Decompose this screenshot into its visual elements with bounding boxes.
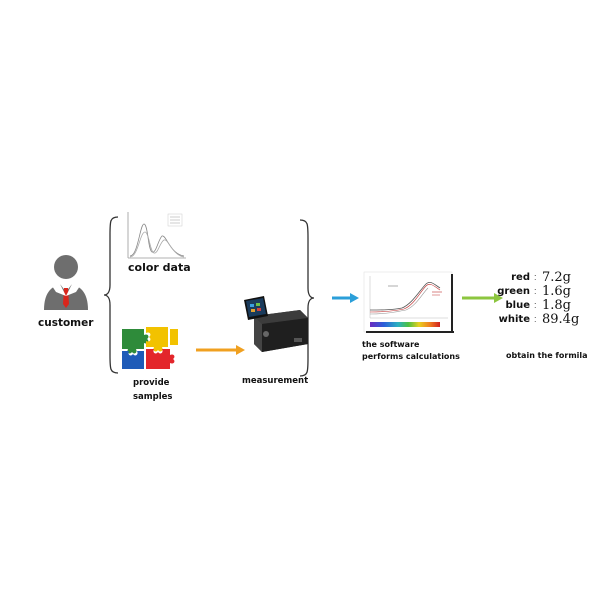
obtain-formula-label: obtain the formila [506, 351, 588, 360]
spectrophotometer-icon [240, 296, 310, 356]
formula-colon: : [534, 286, 537, 296]
customer-label: customer [38, 317, 94, 329]
formula-name: white [498, 314, 530, 325]
formula-colon: : [534, 272, 537, 282]
formula-row-blue: blue : 1.8g [470, 298, 590, 314]
right-brace [298, 218, 316, 378]
formula-value: 7.2g [542, 270, 571, 285]
green-arrow [462, 292, 504, 304]
formula-name: green [497, 286, 530, 297]
blue-arrow [332, 292, 360, 304]
formula-table: red : 7.2g green : 1.6g blue : 1.8g whit… [470, 270, 590, 332]
formula-name: red [511, 272, 530, 283]
provide-samples-label-1: provide [133, 378, 170, 388]
software-label-1: the software [362, 340, 420, 349]
left-brace [102, 215, 120, 375]
formula-value: 1.6g [542, 284, 571, 299]
color-data-label: color data [128, 261, 191, 274]
formula-row-white: white : 89.4g [470, 312, 590, 328]
formula-colon: : [534, 314, 537, 324]
formula-value: 1.8g [542, 298, 571, 313]
formula-row-green: green : 1.6g [470, 284, 590, 300]
formula-value: 89.4g [542, 312, 580, 327]
formula-name: blue [505, 300, 531, 311]
software-label-2: performs calculations [362, 352, 460, 361]
color-data-chart-icon [124, 210, 188, 262]
customer-icon [38, 252, 94, 314]
formula-colon: : [534, 300, 537, 310]
measurement-label: measurement [242, 376, 309, 386]
provide-samples-label-2: samples [133, 392, 173, 402]
formula-row-red: red : 7.2g [470, 270, 590, 286]
puzzle-samples-icon [118, 325, 180, 371]
software-curve-icon [362, 270, 456, 336]
orange-arrow [196, 344, 246, 356]
